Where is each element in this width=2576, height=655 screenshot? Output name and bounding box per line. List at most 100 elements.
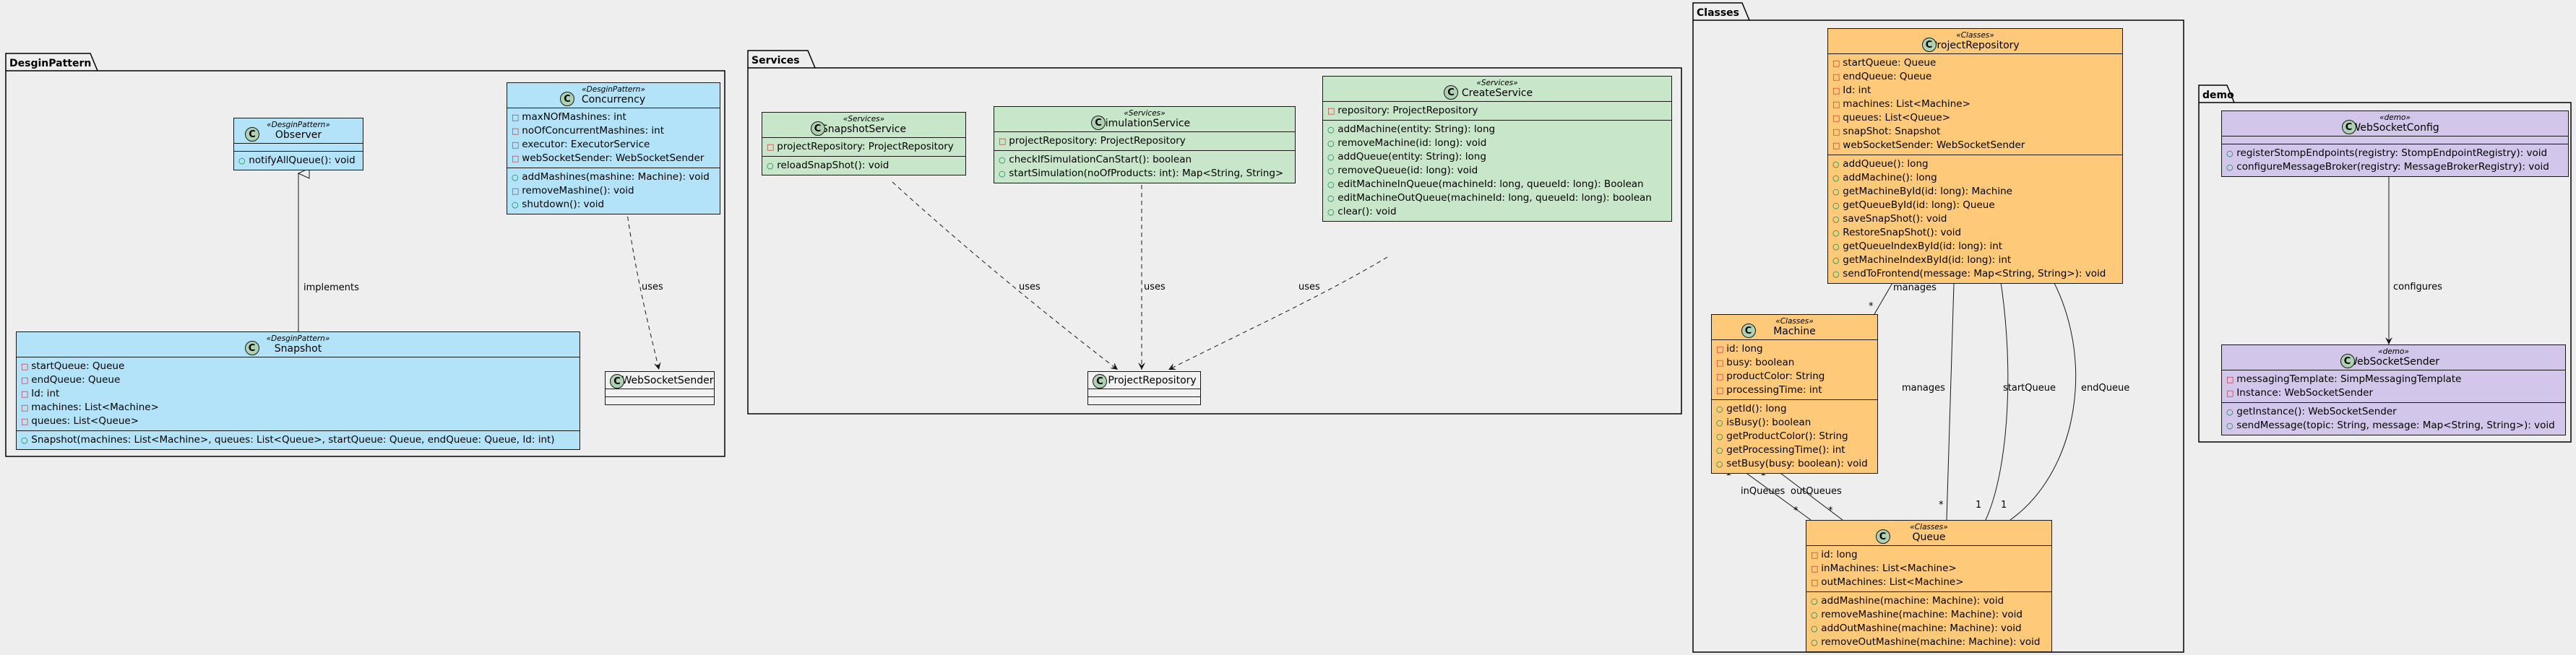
svg-text:*: *	[1828, 506, 1833, 516]
attribute-text: noOfConcurrentMashines: int	[522, 125, 665, 136]
method-row: ○ addMachine(entity: String): long	[1327, 123, 1668, 136]
attribute-text: executor: ExecutorService	[522, 139, 650, 150]
attribute-text: messagingTemplate: SimpMessagingTemplate	[2236, 373, 2462, 385]
edge-label-startqueue: startQueue	[2003, 383, 2056, 394]
class-stereotype: «demo»	[2379, 113, 2411, 122]
edge-label-uses: uses	[1019, 282, 1041, 292]
class-name: SnapshotService	[821, 123, 907, 135]
attribute-row: □ noOfConcurrentMashines: int	[512, 124, 717, 138]
public-visibility-icon: ○	[512, 200, 519, 209]
method-text: notifyAllQueue(): void	[249, 155, 356, 166]
private-visibility-icon: □	[21, 362, 29, 371]
class-c-icon: C	[1875, 529, 1890, 544]
private-visibility-icon: □	[1832, 58, 1840, 68]
private-visibility-icon: □	[1832, 86, 1840, 95]
class-attributes: □ repository: ProjectRepository	[1323, 102, 1671, 121]
method-row: ○ addMachine(): long	[1832, 171, 2119, 185]
method-text: isBusy(): boolean	[1726, 417, 1812, 428]
edge-label-inqueues: inQueues	[1741, 486, 1785, 497]
svg-text:*: *	[1869, 301, 1874, 312]
edge-websocketconfig-configures-sender: configures	[2385, 175, 2442, 344]
attribute-row: □ queues: List<Queue>	[21, 415, 577, 428]
private-visibility-icon: □	[1327, 106, 1335, 116]
public-visibility-icon: ○	[1327, 166, 1335, 175]
class-attributes: □ projectRepository: ProjectRepository	[762, 138, 965, 157]
edge-label-outqueues: outQueues	[1791, 486, 1842, 497]
public-visibility-icon: ○	[1327, 125, 1335, 134]
method-text: sendToFrontend(message: Map<String, Stri…	[1843, 268, 2106, 279]
public-visibility-icon: ○	[1327, 139, 1335, 148]
method-row: ○ editMachineOutQueue(machineId: long, q…	[1327, 191, 1668, 205]
class-attributes	[1088, 389, 1200, 397]
class-stereotype: «demo»	[2378, 347, 2409, 356]
method-row: ○ startSimulation(noOfProducts: int): Ma…	[999, 167, 1292, 181]
method-row: ○ getQueueIndexById(id: long): int	[1832, 240, 2119, 253]
attribute-text: id: long	[1821, 549, 1858, 560]
public-visibility-icon: ○	[2226, 407, 2233, 417]
private-visibility-icon: □	[21, 417, 29, 426]
svg-text:*: *	[1939, 500, 1944, 511]
class-methods: ○ addMashines(mashine: Machine): void□ r…	[507, 168, 720, 214]
method-row: ○ addMashine(machine: Machine): void	[1811, 594, 2049, 608]
private-visibility-icon: □	[1716, 372, 1724, 381]
method-row: ○ sendToFrontend(message: Map<String, St…	[1832, 267, 2119, 281]
public-visibility-icon: ○	[1716, 418, 1723, 428]
public-visibility-icon: ○	[1811, 610, 1818, 620]
edge-repository-manages-queue: 1 * manages	[1902, 260, 1955, 521]
class-stereotype: «DesginPattern»	[267, 121, 330, 129]
public-visibility-icon: ○	[1716, 446, 1723, 455]
public-visibility-icon: ○	[1832, 256, 1840, 265]
package-classes-title: Classes	[1697, 7, 1739, 19]
method-text: addMachine(): long	[1843, 172, 1937, 183]
class-attributes	[234, 144, 363, 152]
package-designpattern-title: DesginPattern	[9, 58, 91, 69]
private-visibility-icon: □	[999, 136, 1007, 146]
class-c-icon: C	[610, 374, 624, 389]
public-visibility-icon: ○	[1832, 160, 1840, 169]
public-visibility-icon: ○	[1811, 597, 1818, 606]
attribute-row: □ messagingTemplate: SimpMessagingTempla…	[2226, 373, 2562, 386]
attribute-text: outMachines: List<Machine>	[1821, 576, 1964, 588]
attribute-row: □ machines: List<Machine>	[1832, 97, 2119, 111]
attribute-row: □ maxNOfMashines: int	[512, 110, 717, 124]
attribute-row: □ startQueue: Queue	[1832, 56, 2119, 70]
class-stereotype: «Services»	[843, 115, 885, 123]
class-attributes: □ messagingTemplate: SimpMessagingTempla…	[2222, 370, 2565, 403]
public-visibility-icon: ○	[238, 156, 246, 165]
method-text: getQueueIndexById(id: long): int	[1843, 240, 2003, 252]
class-c-icon: C	[244, 341, 259, 355]
class-c-icon: C	[245, 127, 259, 142]
attribute-text: processingTime: int	[1726, 384, 1822, 396]
attribute-row: □ projectRepository: ProjectRepository	[767, 140, 962, 154]
method-text: addMashine(machine: Machine): void	[1821, 595, 2004, 607]
class-attributes: □ startQueue: Queue□ endQueue: Queue□ Id…	[1828, 54, 2122, 155]
attribute-text: busy: boolean	[1726, 357, 1795, 368]
attribute-row: □ snapShot: Snapshot	[1832, 125, 2119, 139]
method-row: ○ clear(): void	[1327, 205, 1668, 219]
method-text: addQueue(entity: String): long	[1337, 151, 1486, 162]
attribute-text: endQueue: Queue	[31, 374, 121, 386]
method-row: ○ configureMessageBroker(registry: Messa…	[2226, 160, 2565, 174]
edge-createservice-uses-repository: uses	[1168, 256, 1388, 370]
method-row: ○ setBusy(busy: boolean): void	[1716, 457, 1874, 471]
